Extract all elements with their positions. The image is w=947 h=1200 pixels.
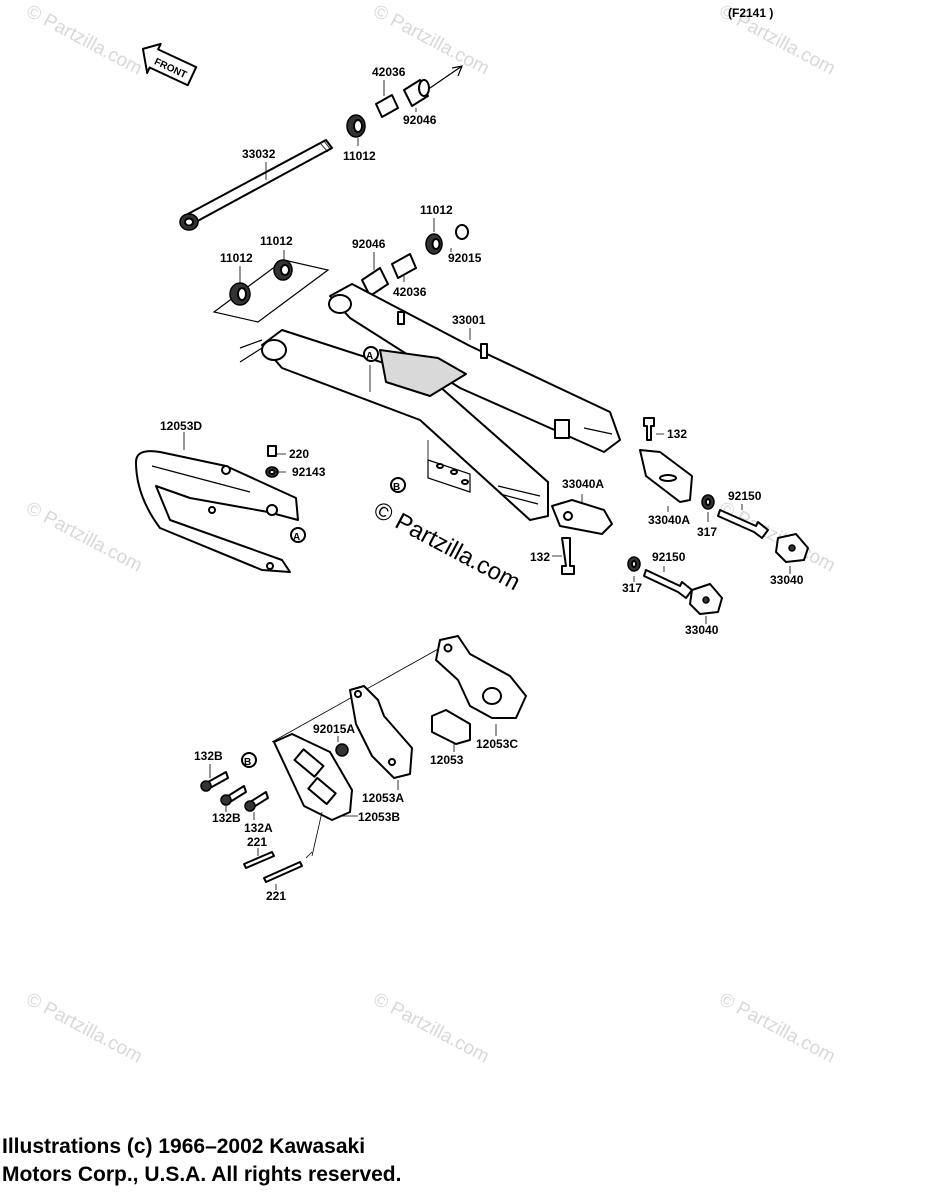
label-92015A: 92015A [313,722,355,736]
figure-code: (F2141 ) [728,6,773,20]
nut-92015A [335,743,349,757]
label-33040-right: 33040 [770,573,804,587]
bushing-92046-mid [361,267,389,297]
label-92150-mid: 92150 [652,550,686,564]
label-11012-left1: 11012 [220,251,253,265]
label-11012-top: 11012 [343,149,376,163]
label-317-mid: 317 [622,581,642,595]
stud-a [397,311,405,325]
label-33001: 33001 [452,313,486,327]
watermark: © Partzilla.com [716,989,839,1068]
axle-direction-line [429,65,463,89]
bolt-220 [267,445,277,457]
label-221-2: 221 [266,889,286,903]
callout-circles: A A B B [241,346,406,768]
callout-b-swingarm: B [393,482,400,493]
label-33040A-right: 33040A [648,513,690,527]
center-watermark: © Partzilla.com [369,496,524,596]
label-92150-right: 92150 [728,489,762,503]
chain-guide-assembly [200,635,527,883]
label-92046-mid: 92046 [352,237,386,251]
cap-92015 [455,224,469,240]
label-12053A: 12053A [362,791,404,805]
adjuster-33040A-mid [551,499,613,535]
label-11012-right: 11012 [420,203,453,217]
label-221-1: 221 [247,835,267,849]
guide-12053C [435,635,527,719]
plate-12053A [349,685,413,779]
label-132A: 132A [244,821,273,835]
label-12053: 12053 [430,753,464,767]
front-arrow-icon: FRONT [141,42,198,87]
watermark: © Partzilla.com [716,498,839,577]
bolt-132-right [643,417,655,441]
label-132-mid: 132 [530,550,550,564]
bolt-92150-right [717,509,769,539]
label-132B-1: 132B [194,749,223,763]
axle-assembly [179,65,463,231]
callout-a-swingarm: A [366,351,373,362]
part-labels: 42036 92046 33032 11012 11012 92015 9204… [160,65,804,903]
watermark: © Partzilla.com [23,1,146,80]
watermark: © Partzilla.com [23,498,146,577]
label-12053C: 12053C [476,737,518,751]
screw-221-1 [243,851,275,869]
label-132B-2: 132B [212,811,241,825]
collar-42036-mid [391,253,417,279]
copyright-line-1: Illustrations (c) 1966–2002 Kawasaki [2,1135,366,1158]
label-12053D: 12053D [160,419,202,433]
label-33040-mid: 33040 [685,623,719,637]
callout-a-slider: A [293,532,300,543]
right-bearings [361,224,469,297]
label-33040A-mid: 33040A [562,477,604,491]
label-92015: 92015 [448,251,482,265]
label-92143: 92143 [292,465,326,479]
leader-lines [183,80,791,890]
chain-adjusters [551,417,809,615]
label-132-right: 132 [667,427,687,441]
label-317-right: 317 [697,525,717,539]
watermark: © Partzilla.com [370,989,493,1068]
collar-42036-top [375,94,399,118]
callout-b-guide: B [244,757,251,768]
label-42036-top: 42036 [372,65,406,79]
label-33032: 33032 [242,147,276,161]
bolt-92150-mid [643,569,693,599]
pad-12053 [431,709,471,745]
stud-b [480,343,488,359]
swingarm-33001 [261,283,621,521]
label-92046-top: 92046 [403,113,437,127]
label-12053B: 12053B [358,810,400,824]
bolt-132-mid [561,537,575,575]
copyright-line-2: Motors Corp., U.S.A. All rights reserved… [2,1163,402,1186]
label-11012-left2: 11012 [260,234,293,248]
screw-221-2 [263,861,303,883]
chain-slider-12053D [135,445,299,573]
label-42036-mid: 42036 [393,285,427,299]
label-220: 220 [289,447,309,461]
watermark: © Partzilla.com [23,989,146,1068]
copyright-notice: Illustrations (c) 1966–2002 Kawasaki Mot… [2,1133,401,1189]
